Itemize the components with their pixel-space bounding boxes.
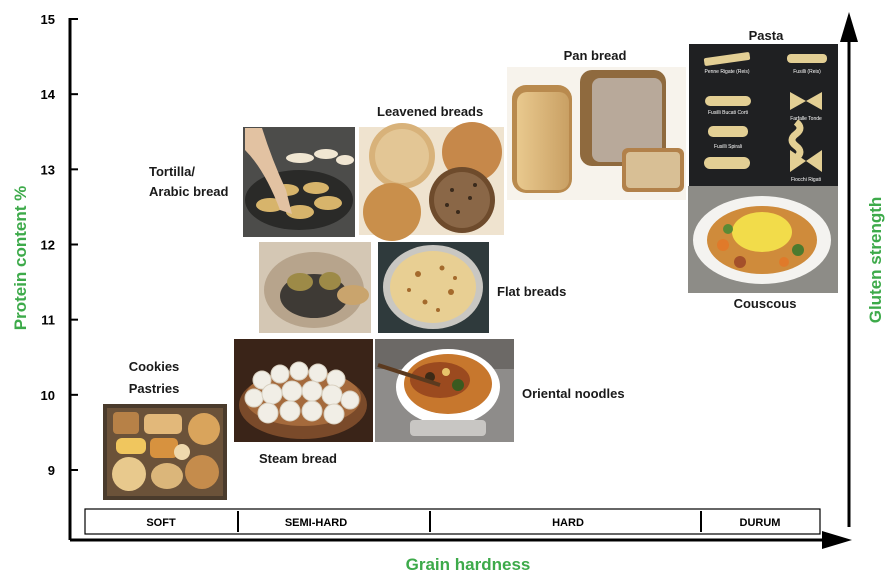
- y-tick-label: 10: [41, 388, 55, 403]
- y-ticks: 9 10 11 12 13 14 15: [41, 12, 78, 478]
- product-label-couscous: Couscous: [734, 296, 797, 311]
- tortilla-cooking-photo: [243, 127, 355, 237]
- x-axis-label: Grain hardness: [406, 555, 531, 574]
- product-label-arabic-bread: Arabic bread: [149, 184, 229, 199]
- y-tick-label: 9: [48, 463, 55, 478]
- product-label-oriental-noodles: Oriental noodles: [522, 386, 625, 401]
- pasta-shape-caption: Fiocchi Rigati: [791, 177, 821, 183]
- pasta-shape-captions: Penne Rigate (Reis) Fusilli (Reis) Fusil…: [704, 69, 822, 183]
- product-label-steam-bread: Steam bread: [259, 451, 337, 466]
- hardness-label-soft: SOFT: [146, 517, 176, 529]
- y-axis-label: Protein content %: [11, 186, 30, 331]
- steamed-buns-photo: [234, 339, 373, 442]
- pasta-shapes-photo: [689, 44, 838, 186]
- flat-bread-photo: [378, 242, 489, 333]
- hardness-label-semi-hard: SEMI-HARD: [285, 517, 347, 529]
- y-tick-label: 13: [41, 162, 55, 177]
- y-tick-label: 15: [41, 12, 55, 27]
- pasta-shape-caption: Fusilli Spirali: [714, 144, 742, 150]
- y-tick-label: 11: [41, 313, 55, 328]
- couscous-plate-photo: [688, 186, 838, 293]
- product-label-flat-breads: Flat breads: [497, 284, 566, 299]
- cookies-pastries-photo: [103, 404, 227, 500]
- x-axis-arrowhead: [822, 531, 852, 549]
- pasta-shape-caption: Farfalle Tonde: [790, 116, 822, 122]
- product-label-pan-bread: Pan bread: [564, 48, 627, 63]
- product-label-leavened-breads: Leavened breads: [377, 104, 483, 119]
- product-label-pastries: Pastries: [129, 381, 180, 396]
- y-tick-label: 12: [41, 238, 55, 253]
- round-breads-photo: [359, 122, 504, 241]
- product-label-pasta: Pasta: [749, 28, 784, 43]
- pasta-shape-caption: Fusilli (Reis): [793, 69, 821, 75]
- product-label-tortilla: Tortilla/: [149, 164, 195, 179]
- tandoor-oven-photo: [259, 242, 371, 333]
- hardness-scale-box: [84, 508, 821, 535]
- sliced-pan-bread-photo: [507, 67, 686, 200]
- y-tick-label: 14: [41, 87, 56, 102]
- noodle-bowl-photo: [375, 339, 514, 442]
- product-label-cookies: Cookies: [129, 359, 180, 374]
- gluten-axis-arrowhead: [840, 12, 858, 42]
- hardness-label-hard: HARD: [552, 517, 584, 529]
- pasta-shape-caption: Penne Rigate (Reis): [704, 69, 749, 75]
- pasta-shape-caption: Fusilli Bucati Corti: [708, 110, 748, 116]
- hardness-label-durum: DURUM: [740, 517, 781, 529]
- gluten-axis-label: Gluten strength: [866, 197, 885, 324]
